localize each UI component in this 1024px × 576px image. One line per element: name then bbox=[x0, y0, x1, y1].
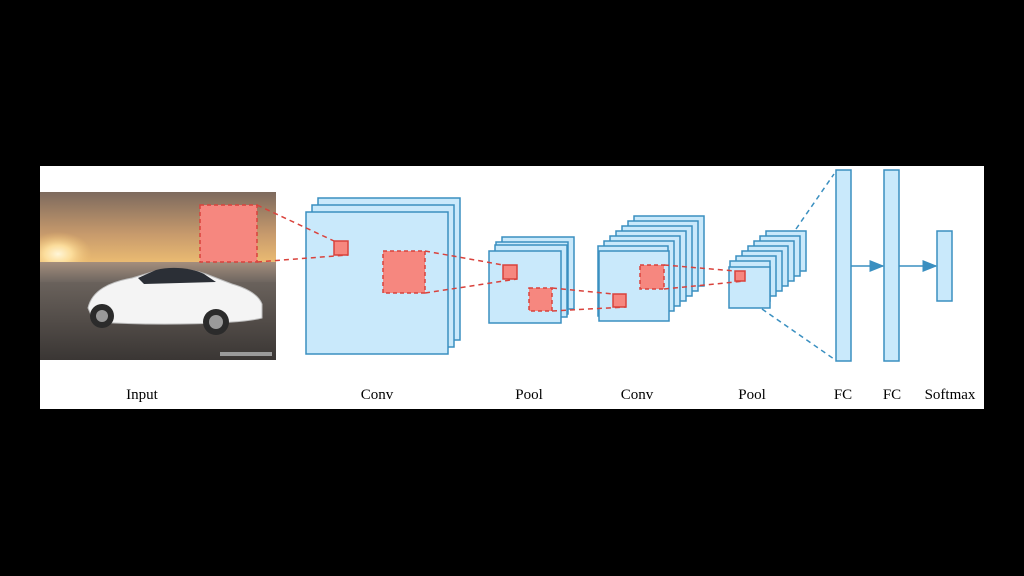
conv2-feature-maps bbox=[597, 215, 705, 322]
input-receptive-field bbox=[199, 204, 258, 263]
fc-connectors bbox=[761, 173, 835, 360]
softmax-layer bbox=[936, 230, 953, 302]
cnn-diagram-panel: Input Conv Pool Conv Pool FC FC Softmax bbox=[40, 166, 984, 409]
label-pool1: Pool bbox=[515, 387, 543, 403]
conv1-pool-window bbox=[382, 250, 426, 294]
pool2-output-unit bbox=[734, 270, 746, 282]
label-softmax: Softmax bbox=[925, 387, 976, 403]
fc1-layer bbox=[835, 169, 852, 362]
cnn-architecture-diagram: Input Conv Pool Conv Pool FC FC Softmax bbox=[40, 169, 976, 403]
label-pool2: Pool bbox=[738, 387, 766, 403]
label-conv1: Conv bbox=[361, 387, 394, 403]
pool1-conv-window bbox=[528, 287, 553, 312]
label-conv2: Conv bbox=[621, 387, 654, 403]
pool2-feature-maps bbox=[728, 230, 807, 309]
conv2-output-unit bbox=[612, 293, 627, 308]
label-fc2: FC bbox=[883, 387, 901, 403]
label-fc1: FC bbox=[834, 387, 852, 403]
fc2-layer bbox=[883, 169, 900, 362]
conv2-pool-window bbox=[639, 264, 665, 290]
receptive-field-connectors bbox=[256, 204, 746, 312]
pool1-output-unit bbox=[502, 264, 518, 280]
conv1-output-unit bbox=[333, 240, 349, 256]
label-input: Input bbox=[126, 387, 158, 403]
